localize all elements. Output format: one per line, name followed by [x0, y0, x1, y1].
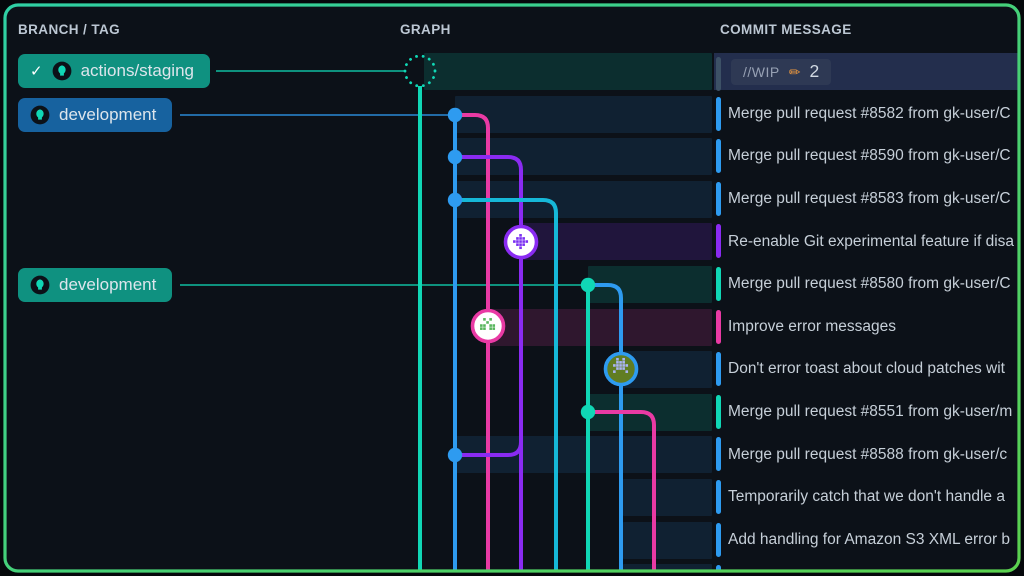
- branch-label-text: actions/staging: [80, 61, 194, 80]
- branch-label-development[interactable]: development: [18, 268, 173, 302]
- branch-label-actions-staging[interactable]: ✓ actions/staging: [18, 54, 210, 88]
- branch-label-text: development: [59, 275, 157, 294]
- kraken-icon: [30, 275, 50, 295]
- branch-label-text: development: [59, 105, 157, 124]
- branch-label-column: ✓ actions/staging development developmen…: [4, 4, 1020, 572]
- checked-out-icon: ✓: [30, 62, 43, 80]
- kraken-icon: [30, 105, 50, 125]
- branch-label-development[interactable]: development: [18, 98, 173, 132]
- kraken-icon: [52, 61, 71, 81]
- app-window: BRANCH / TAG GRAPH COMMIT MESSAGE //WIP …: [4, 4, 1020, 572]
